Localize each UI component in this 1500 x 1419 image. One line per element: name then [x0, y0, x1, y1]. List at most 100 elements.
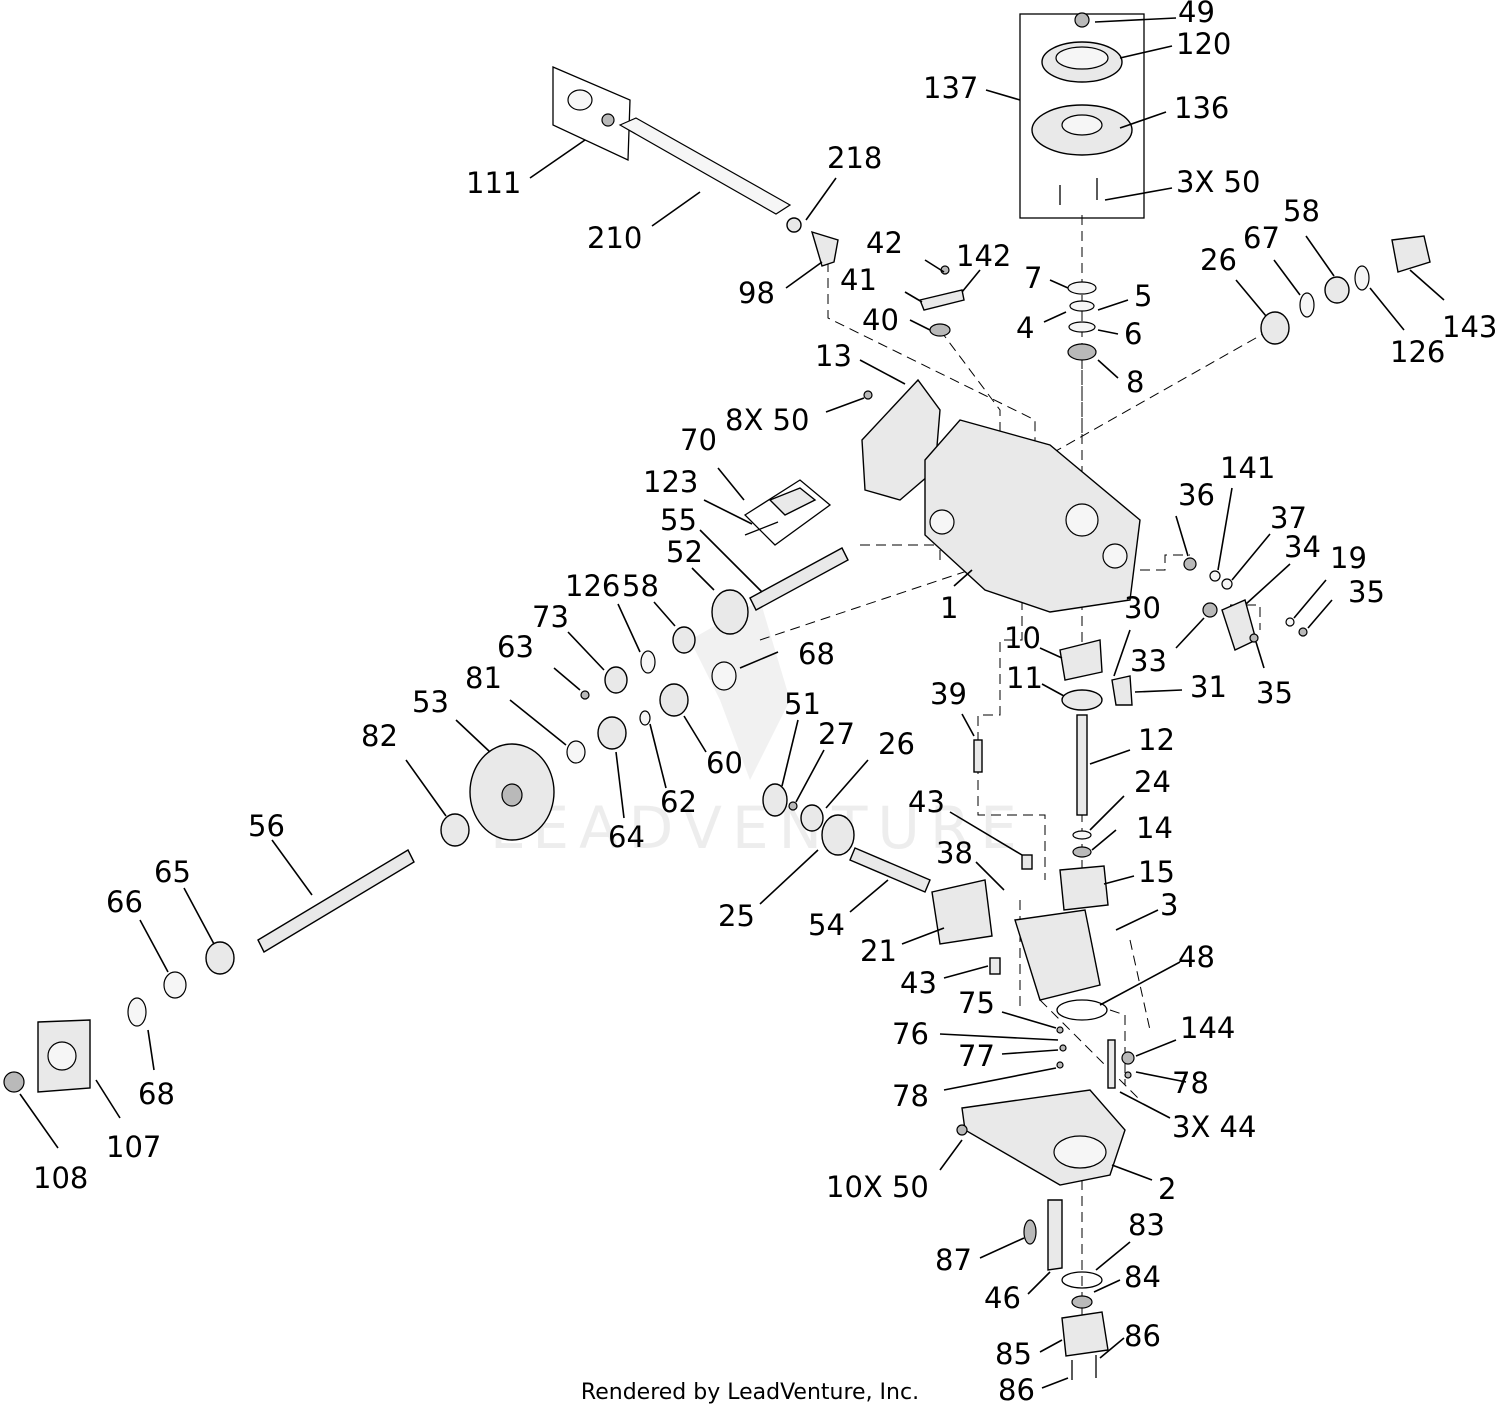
part-label: 107 [106, 1130, 161, 1164]
part-label: 40 [862, 303, 899, 337]
part-label: 3X 50 [1176, 165, 1260, 199]
part-label: 54 [808, 908, 845, 942]
part-label: 48 [1178, 940, 1215, 974]
part-label: 34 [1284, 530, 1321, 564]
part-label: 51 [784, 687, 821, 721]
part-label: 56 [248, 809, 285, 843]
washer-218 [786, 217, 802, 233]
part-label: 98 [738, 276, 775, 310]
shaft-55 [749, 547, 849, 611]
footer-credit: Rendered by LeadVenture, Inc. [580, 1380, 920, 1405]
part-label: 6 [1124, 317, 1142, 351]
part-label: 68 [138, 1077, 175, 1111]
part-label: 137 [923, 71, 978, 105]
part-label: 55 [660, 503, 697, 537]
part-label: 111 [466, 166, 521, 200]
part-label: 84 [1124, 1260, 1161, 1294]
part-label: 65 [154, 855, 191, 889]
part-label: 58 [622, 569, 659, 603]
part-label: 70 [680, 423, 717, 457]
lower-housing-2 [961, 1089, 1126, 1186]
part-label: 14 [1136, 811, 1173, 845]
part-label: 10X 50 [826, 1170, 929, 1204]
part-label: 85 [995, 1337, 1032, 1371]
part-label: 8X 50 [725, 403, 809, 437]
part-label: 36 [1178, 478, 1215, 512]
part-label: 41 [840, 263, 877, 297]
part-label: 62 [660, 785, 697, 819]
part-label: 26 [1200, 243, 1237, 277]
assembly-guide-lines [759, 215, 1271, 1330]
part-label: 24 [1134, 765, 1171, 799]
part-label: 126 [565, 569, 620, 603]
part-label: 53 [412, 685, 449, 719]
part-label: 49 [1178, 0, 1215, 29]
part-label: 126 [1390, 335, 1445, 369]
part-label: 86 [998, 1373, 1035, 1407]
part-label: 120 [1176, 27, 1231, 61]
part-label: 13 [815, 339, 852, 373]
part-label: 8 [1126, 365, 1144, 399]
part-label: 43 [908, 785, 945, 819]
center-section-3 [1014, 909, 1101, 1001]
part-label: 108 [33, 1161, 88, 1195]
part-label: 26 [878, 727, 915, 761]
part-label: 210 [587, 221, 642, 255]
part-label: 2 [1158, 1172, 1176, 1206]
part-label: 64 [608, 820, 645, 854]
part-label: 73 [532, 600, 569, 634]
part-label: 37 [1270, 501, 1307, 535]
watermark-text: LEADVENTURE [490, 794, 1027, 862]
part-label: 21 [860, 934, 897, 968]
part-label: 81 [465, 661, 502, 695]
part-label: 39 [930, 677, 967, 711]
leader-lines [19, 17, 1445, 1389]
parts [3, 12, 1431, 1380]
part-label: 63 [497, 630, 534, 664]
part-label: 123 [643, 465, 698, 499]
bevel-gear-52 [711, 589, 749, 635]
part-label: 4 [1016, 311, 1034, 345]
part-label: 87 [935, 1243, 972, 1277]
part-label: 46 [984, 1281, 1021, 1315]
part-label: 136 [1174, 91, 1229, 125]
part-label: 30 [1124, 591, 1161, 625]
part-label: 1 [940, 591, 958, 625]
nut-49 [1074, 12, 1090, 28]
part-label: 68 [798, 637, 835, 671]
part-label: 25 [718, 899, 755, 933]
part-label: 19 [1330, 541, 1367, 575]
part-label: 10 [1004, 621, 1041, 655]
part-label: 27 [818, 717, 855, 751]
part-label: 78 [1172, 1066, 1209, 1100]
main-housing [924, 419, 1141, 613]
part-label: 144 [1180, 1011, 1235, 1045]
part-label: 76 [892, 1017, 929, 1051]
bracket-group-box [743, 479, 832, 546]
part-label: 12 [1138, 723, 1175, 757]
part-label: 67 [1243, 221, 1280, 255]
part-label: 143 [1442, 310, 1497, 344]
part-label: 141 [1220, 451, 1275, 485]
part-label: 7 [1024, 261, 1042, 295]
bypass-rod [618, 117, 792, 215]
part-label: 38 [936, 836, 973, 870]
part-label: 52 [666, 535, 703, 569]
axle-shaft-56 [257, 849, 415, 953]
part-label: 142 [956, 239, 1011, 273]
part-label: 35 [1256, 676, 1293, 710]
part-label: 82 [361, 719, 398, 753]
part-label: 3 [1160, 888, 1178, 922]
nut-108 [3, 1071, 25, 1093]
part-label: 33 [1130, 644, 1167, 678]
part-label: 43 [900, 966, 937, 1000]
part-label: 31 [1190, 670, 1227, 704]
part-label: 42 [866, 226, 903, 260]
part-label: 83 [1128, 1208, 1165, 1242]
part-label: 60 [706, 746, 743, 780]
part-label: 35 [1348, 575, 1385, 609]
part-label: 58 [1283, 194, 1320, 228]
